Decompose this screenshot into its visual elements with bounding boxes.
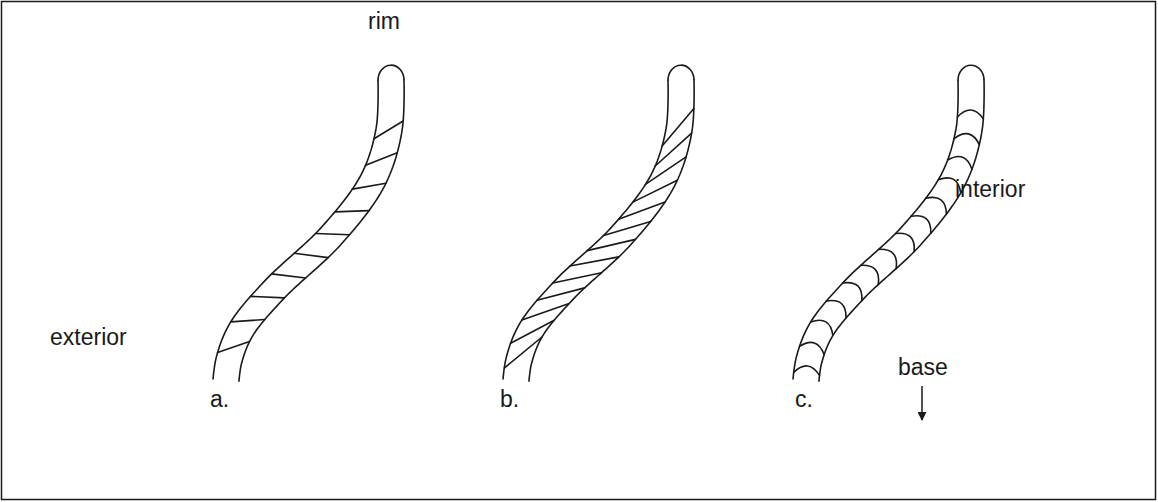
coil-join (911, 216, 931, 233)
coil-join (272, 274, 306, 278)
coil-join (645, 157, 686, 184)
coil-join (843, 283, 862, 301)
coil-join (352, 183, 386, 189)
sherd-profile (793, 65, 984, 381)
coil-join (537, 288, 585, 300)
coil-join (553, 273, 602, 283)
rim-cap (378, 65, 404, 80)
coil-join (879, 249, 897, 268)
coil-join (522, 304, 569, 320)
coil-join (811, 320, 833, 335)
base-label: base (898, 356, 948, 379)
coil-join (335, 211, 369, 212)
rim-label: rim (368, 10, 400, 33)
figure-letter: c. (795, 388, 813, 411)
coil-join (504, 337, 542, 368)
side-label: exterior (50, 326, 127, 349)
base-arrow (921, 386, 923, 420)
coil-join (366, 153, 398, 165)
coil-join (662, 108, 694, 146)
figure-letter: a. (210, 388, 229, 411)
coil-join (948, 156, 972, 169)
coil-join (587, 239, 635, 250)
sherd-profile (503, 65, 694, 381)
sherd-sections (213, 65, 984, 381)
coil-join (294, 253, 328, 257)
coil-join (511, 320, 555, 343)
interior-edge (819, 80, 984, 381)
coil-join (861, 265, 879, 284)
coil-join (954, 134, 979, 145)
coil-join (231, 319, 265, 321)
coil-join (655, 133, 691, 166)
interior-edge (239, 80, 404, 381)
sherd-profile (213, 65, 404, 381)
coil-join (604, 221, 651, 235)
coil-join (926, 197, 947, 214)
coil-join (218, 342, 250, 353)
rim-cap (668, 65, 694, 80)
coil-join (374, 121, 403, 139)
coil-join (826, 301, 846, 319)
coil-join (800, 342, 825, 354)
coil-join (250, 296, 284, 297)
coil-join (570, 257, 619, 266)
interior-edge (529, 80, 694, 381)
side-label: interior (955, 178, 1025, 201)
coil-join (633, 180, 678, 202)
coil-join (896, 233, 915, 252)
coil-join (957, 110, 983, 119)
coil-join (794, 366, 820, 376)
rim-cap (958, 65, 984, 80)
figure-letter: b. (500, 388, 519, 411)
coil-join (316, 233, 350, 234)
coil-join (619, 202, 666, 219)
